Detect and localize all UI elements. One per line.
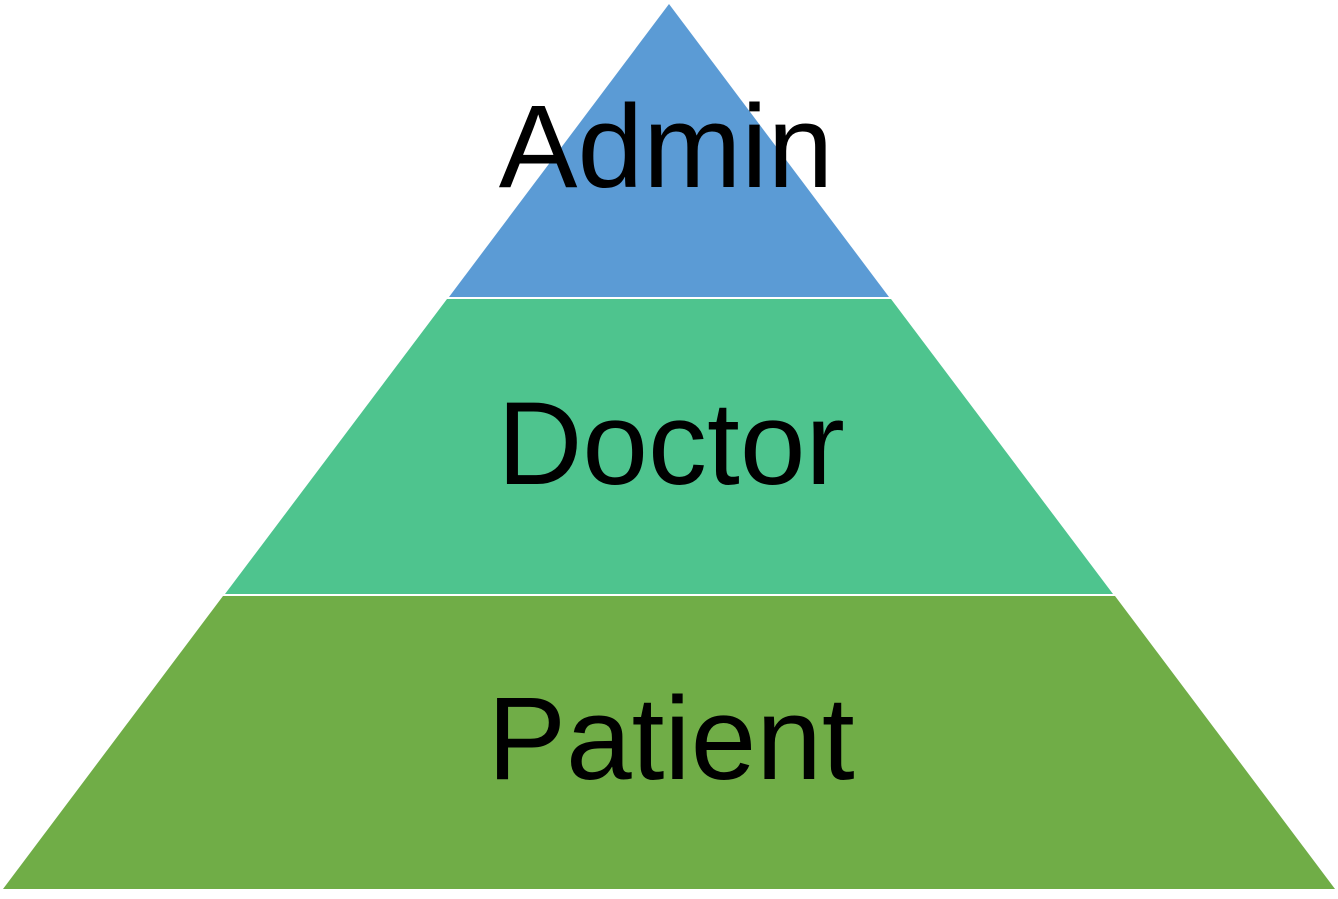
tier-doctor-shape — [225, 299, 1113, 594]
tier-admin-shape — [449, 4, 889, 297]
tier-patient-shape — [3, 596, 1335, 889]
tier-doctor-label: Doctor — [497, 378, 845, 510]
tier-patient-label: Patient — [487, 673, 854, 805]
tier-admin-label: Admin — [499, 81, 833, 213]
